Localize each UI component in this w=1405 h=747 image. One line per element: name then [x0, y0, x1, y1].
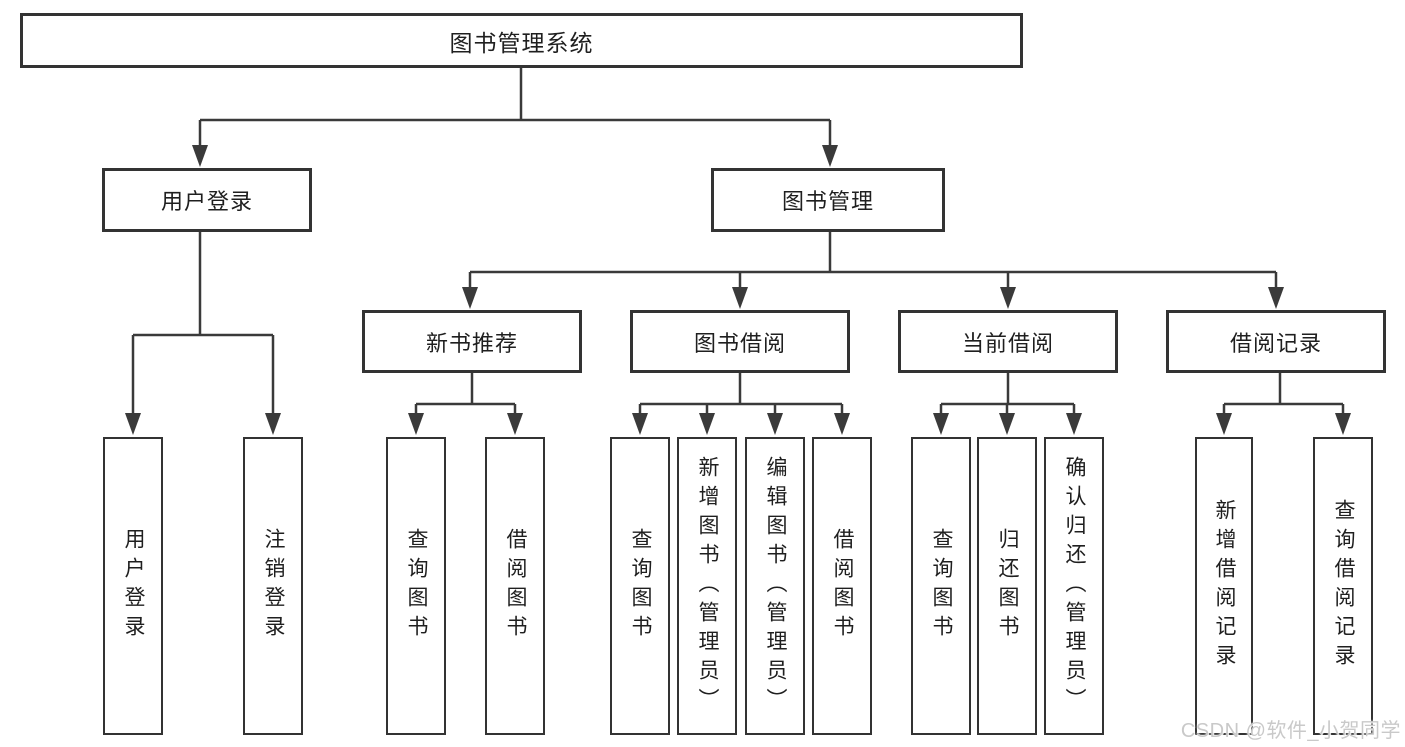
node-root: 图书管理系统: [20, 13, 1023, 68]
connector-book-borrow-children: [632, 373, 850, 435]
leaf-br-add-record: 新增借阅记录: [1195, 437, 1253, 735]
leaf-cb-query-book: 查询图书: [911, 437, 971, 735]
leaf-cb-query-book-label: 查询图书: [930, 528, 954, 644]
leaf-user-login: 用户登录: [103, 437, 163, 735]
node-current-borrow-label: 当前借阅: [961, 330, 1054, 356]
arrowhead: [822, 145, 838, 167]
leaf-bb-query-book: 查询图书: [610, 437, 670, 735]
arrowhead: [1216, 413, 1232, 435]
arrowhead: [192, 145, 208, 167]
watermark: CSDN @软件_小贺同学: [1180, 720, 1401, 742]
node-book-borrow-label: 图书借阅: [693, 330, 786, 356]
connector-book-management-to-level3: [462, 232, 1284, 309]
leaf-nbr-borrow-book-label: 借阅图书: [504, 528, 528, 644]
node-book-management-label: 图书管理: [781, 189, 874, 214]
connector-new-book-children: [408, 373, 523, 435]
arrowhead: [767, 413, 783, 435]
leaf-br-query-record-label: 查询借阅记录: [1332, 499, 1356, 673]
arrowhead: [632, 413, 648, 435]
node-new-book-recommend-label: 新书推荐: [425, 330, 518, 356]
arrowhead: [834, 413, 850, 435]
node-borrow-records-label: 借阅记录: [1229, 330, 1322, 356]
arrowhead: [462, 287, 478, 309]
arrowhead: [125, 413, 141, 435]
leaf-bb-add-book-admin-label: 新增图书（管理员）: [696, 455, 720, 717]
leaf-bb-edit-book-admin: 编辑图书（管理员）: [745, 437, 805, 735]
leaf-nbr-borrow-book: 借阅图书: [485, 437, 545, 735]
arrowhead: [732, 287, 748, 309]
leaf-cb-confirm-return-admin: 确认归还（管理员）: [1044, 437, 1104, 735]
connector-user-login-children: [125, 232, 281, 435]
leaf-br-add-record-label: 新增借阅记录: [1213, 499, 1237, 673]
connector-borrow-records-children: [1216, 373, 1351, 435]
arrowhead: [507, 413, 523, 435]
arrowhead: [1066, 413, 1082, 435]
leaf-logout-label: 注销登录: [262, 528, 286, 644]
connector-current-borrow-children: [933, 373, 1082, 435]
arrowhead: [933, 413, 949, 435]
leaf-user-login-label: 用户登录: [122, 528, 146, 644]
arrowhead: [265, 413, 281, 435]
node-borrow-records: 借阅记录: [1166, 310, 1386, 373]
node-current-borrow: 当前借阅: [898, 310, 1118, 373]
node-user-login-group-label: 用户登录: [160, 189, 253, 214]
leaf-cb-confirm-return-admin-label: 确认归还（管理员）: [1063, 455, 1087, 717]
arrowhead: [1335, 413, 1351, 435]
arrowhead: [699, 413, 715, 435]
node-user-login-group: 用户登录: [102, 168, 312, 232]
arrowhead: [1268, 287, 1284, 309]
arrowhead: [1000, 287, 1016, 309]
leaf-cb-return-book-label: 归还图书: [996, 528, 1020, 644]
leaf-br-query-record: 查询借阅记录: [1313, 437, 1373, 735]
arrowhead: [999, 413, 1015, 435]
leaf-bb-edit-book-admin-label: 编辑图书（管理员）: [764, 455, 788, 717]
leaf-logout: 注销登录: [243, 437, 303, 735]
leaf-bb-borrow-book: 借阅图书: [812, 437, 872, 735]
node-root-label: 图书管理系统: [449, 29, 594, 56]
node-book-management: 图书管理: [711, 168, 945, 232]
arrowhead: [408, 413, 424, 435]
leaf-nbr-query-book-label: 查询图书: [405, 528, 429, 644]
leaf-bb-query-book-label: 查询图书: [629, 528, 653, 644]
node-book-borrow: 图书借阅: [630, 310, 850, 373]
leaf-bb-add-book-admin: 新增图书（管理员）: [677, 437, 737, 735]
leaf-cb-return-book: 归还图书: [977, 437, 1037, 735]
leaf-nbr-query-book: 查询图书: [386, 437, 446, 735]
connector-root-to-level2: [192, 68, 838, 167]
leaf-bb-borrow-book-label: 借阅图书: [831, 528, 855, 644]
node-new-book-recommend: 新书推荐: [362, 310, 582, 373]
